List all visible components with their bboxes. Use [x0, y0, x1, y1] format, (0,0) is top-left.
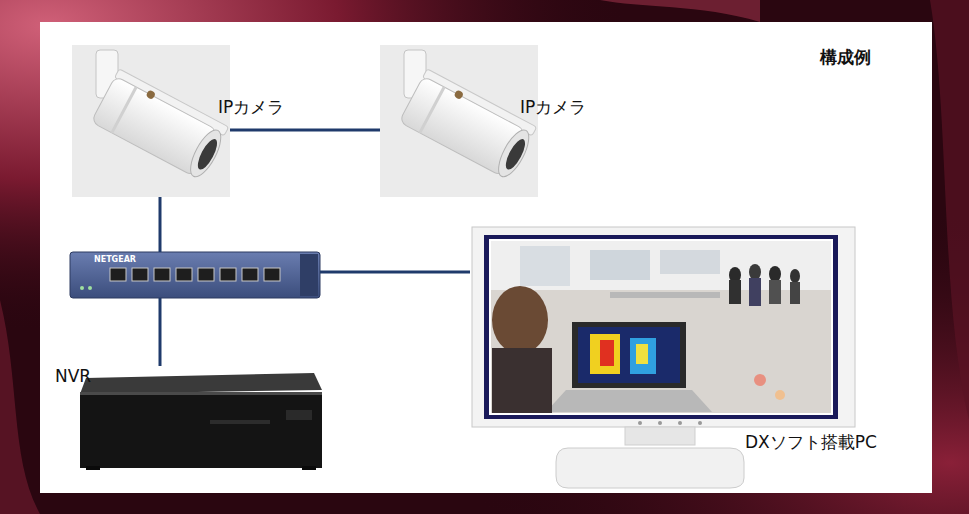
diagram-title: 構成例 [820, 47, 871, 67]
ip-camera: IPカメラ [380, 45, 537, 197]
network-cable [159, 197, 162, 252]
node-label: IPカメラ [218, 97, 284, 117]
network-cable [159, 298, 162, 366]
node-label: DXソフト搭載PC [745, 432, 877, 452]
node-label: IPカメラ [520, 97, 586, 117]
network-switch: NETGEAR [70, 252, 320, 298]
node-label: NVR [55, 366, 91, 386]
network-cable [230, 129, 380, 132]
pc-monitor: DXソフト搭載PC [470, 225, 915, 491]
nvr-recorder: NVR [55, 366, 323, 472]
ip-camera: IPカメラ [72, 45, 230, 197]
node-label: NETGEAR [94, 255, 136, 265]
network-cable [320, 271, 470, 274]
